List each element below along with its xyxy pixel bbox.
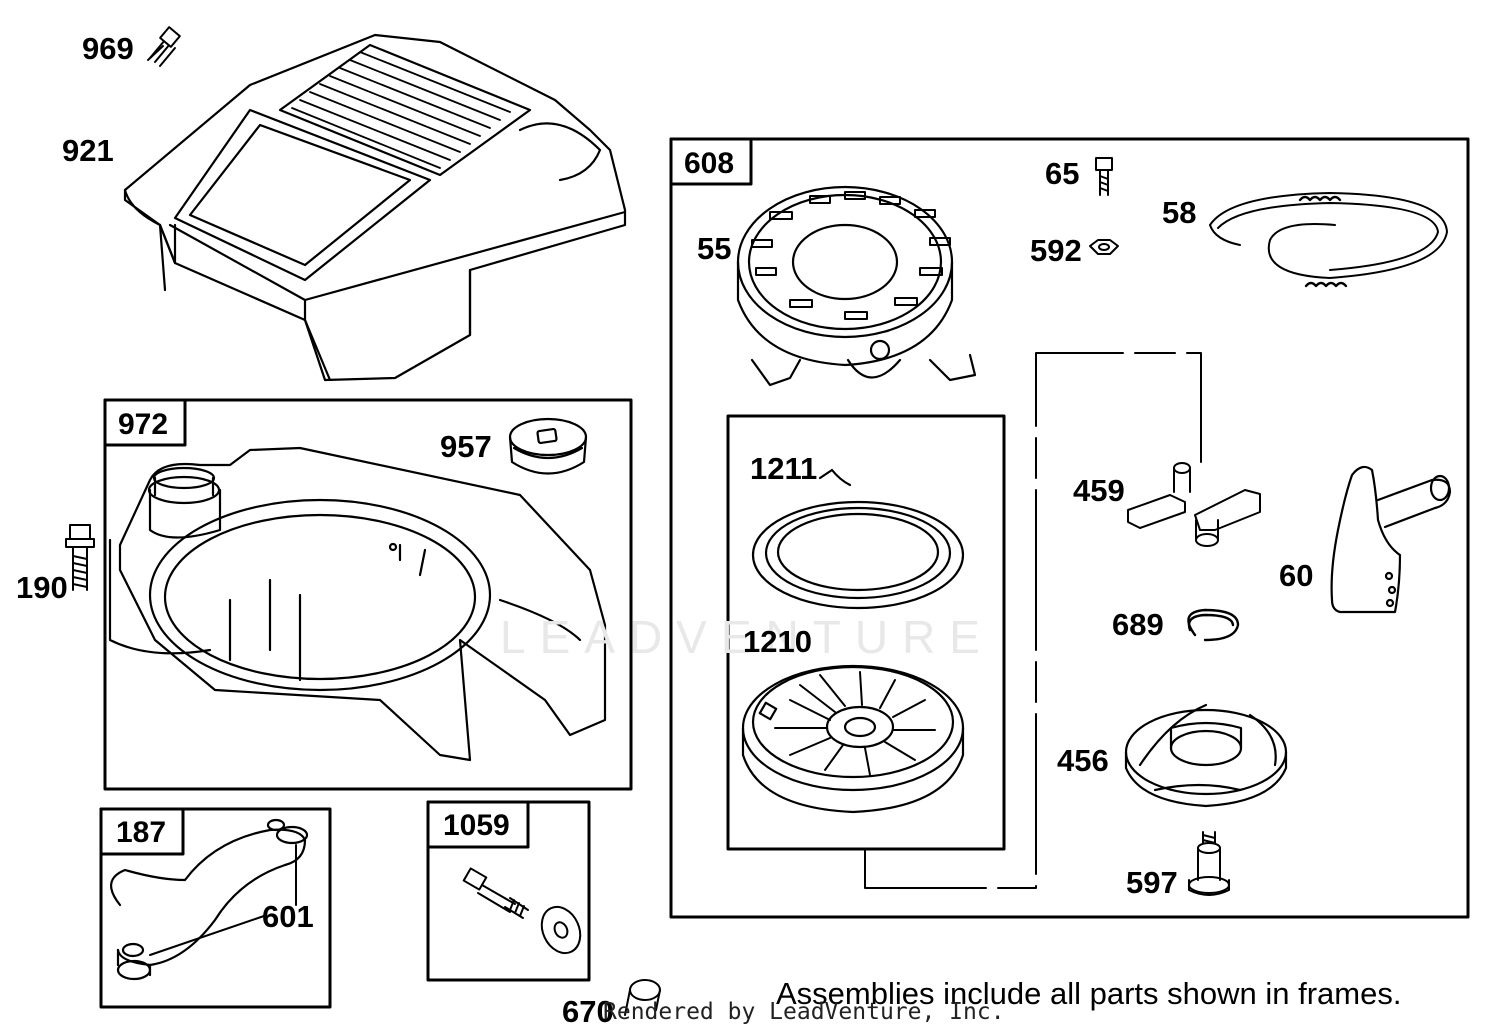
fuel-line-187-drawing [110, 818, 309, 981]
recoil-spring-drawing [751, 468, 965, 610]
part-label-58: 58 [1162, 195, 1197, 230]
part-label-1210: 1210 [743, 624, 812, 659]
part-label-459: 459 [1073, 473, 1125, 508]
blower-housing-cover-drawing [123, 33, 627, 382]
assembly-note: Assemblies include all parts shown in fr… [776, 976, 1402, 1011]
part-label-670: 670 [562, 994, 614, 1029]
frame-boxes [99, 137, 1470, 1009]
frame-1059-tag-box [426, 800, 530, 849]
frame-label-187: 187 [116, 816, 167, 849]
part-label-592: 592 [1030, 233, 1082, 268]
frame-972-tag-box [103, 398, 187, 447]
ratchet-456-drawing [1124, 703, 1288, 808]
blower-housing-fuel-tank-drawing [108, 446, 607, 762]
pawl-459-drawing [1127, 462, 1261, 547]
part-label-597: 597 [1126, 865, 1178, 900]
frame-972-box [103, 398, 633, 791]
starter-rope-drawing [1209, 192, 1448, 288]
shoulder-screw-597-drawing [1188, 831, 1230, 896]
screw-washer-1059-drawing [462, 867, 582, 955]
part-label-190: 190 [16, 570, 68, 605]
part-label-65: 65 [1045, 156, 1080, 191]
part-label-1211: 1211 [750, 451, 818, 486]
fuel-cap-957-drawing [508, 417, 588, 475]
part-label-55: 55 [697, 231, 732, 266]
part-label-689: 689 [1112, 607, 1164, 642]
render-credit: Rendered by LeadVenture, Inc. [603, 999, 1005, 1025]
starter-pulley-drawing [741, 664, 965, 814]
assembly-connector-lines [864, 352, 1202, 889]
frame-187-tag-box [99, 807, 185, 856]
spacer-670-drawing [624, 979, 661, 1016]
starter-housing-drawing [736, 185, 977, 387]
frame-608-tag-box [669, 137, 753, 186]
retaining-ring-689-drawing [1187, 608, 1240, 642]
frame-187-box [99, 807, 332, 1009]
screw-969-drawing [147, 26, 181, 67]
bolt-190-drawing [65, 524, 95, 591]
nut-592-drawing [1089, 239, 1119, 255]
watermark: LEADVENTURE [500, 611, 994, 663]
part-label-969: 969 [82, 31, 134, 66]
frame-label-1059: 1059 [443, 809, 510, 842]
frame-608-box [669, 137, 1470, 919]
part-label-601: 601 [262, 899, 314, 934]
part-label-456: 456 [1057, 743, 1109, 778]
part-label-60: 60 [1279, 558, 1314, 593]
frame-label-972: 972 [118, 408, 169, 441]
starter-handle-drawing [1330, 465, 1452, 614]
part-label-957: 957 [440, 429, 492, 464]
frame-label-608: 608 [684, 147, 735, 180]
part-label-921: 921 [62, 133, 114, 168]
screw-65-drawing [1095, 157, 1113, 196]
